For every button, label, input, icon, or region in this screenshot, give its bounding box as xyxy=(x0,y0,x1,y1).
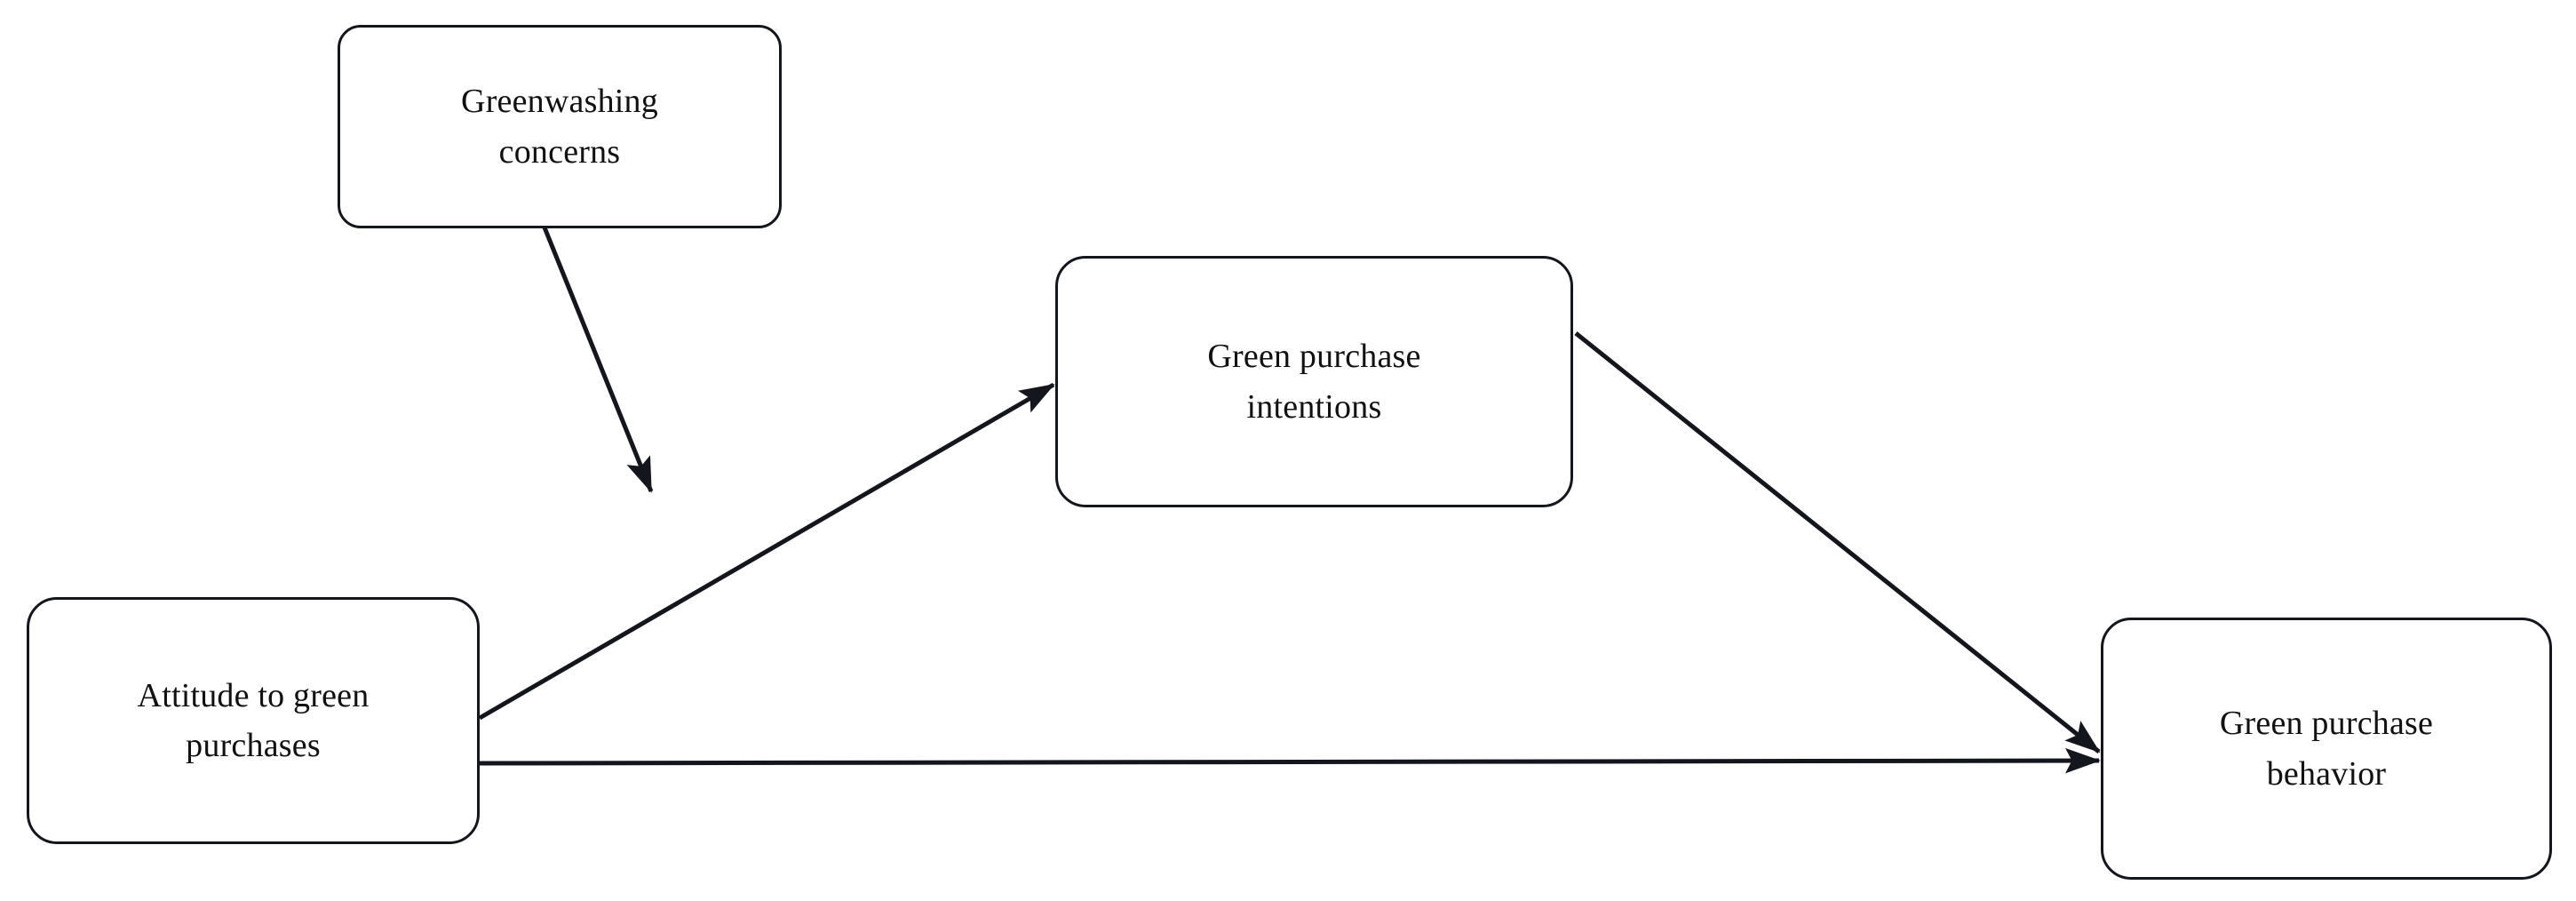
edge-greenwashing-moderation xyxy=(542,227,654,493)
edge-attitude-to-intentions xyxy=(478,382,1055,721)
edge-attitude-to-behavior xyxy=(479,747,2101,774)
node-attitude-to-green-purchases[interactable]: Attitude to green purchases xyxy=(27,597,480,844)
node-greenwashing-concerns[interactable]: Greenwashing concerns xyxy=(338,25,782,228)
node-green-purchase-behavior[interactable]: Green purchase behavior xyxy=(2101,618,2552,880)
node-green-purchase-intentions[interactable]: Green purchase intentions xyxy=(1055,256,1573,507)
node-attitude-to-green-purchases-label: Attitude to green purchases xyxy=(137,676,370,764)
edge-intentions-to-behavior xyxy=(1574,331,2101,753)
node-green-purchase-behavior-label: Green purchase behavior xyxy=(2219,705,2434,793)
node-green-purchase-intentions-label: Green purchase intentions xyxy=(1207,338,1421,426)
node-greenwashing-concerns-label: Greenwashing concerns xyxy=(461,83,658,171)
